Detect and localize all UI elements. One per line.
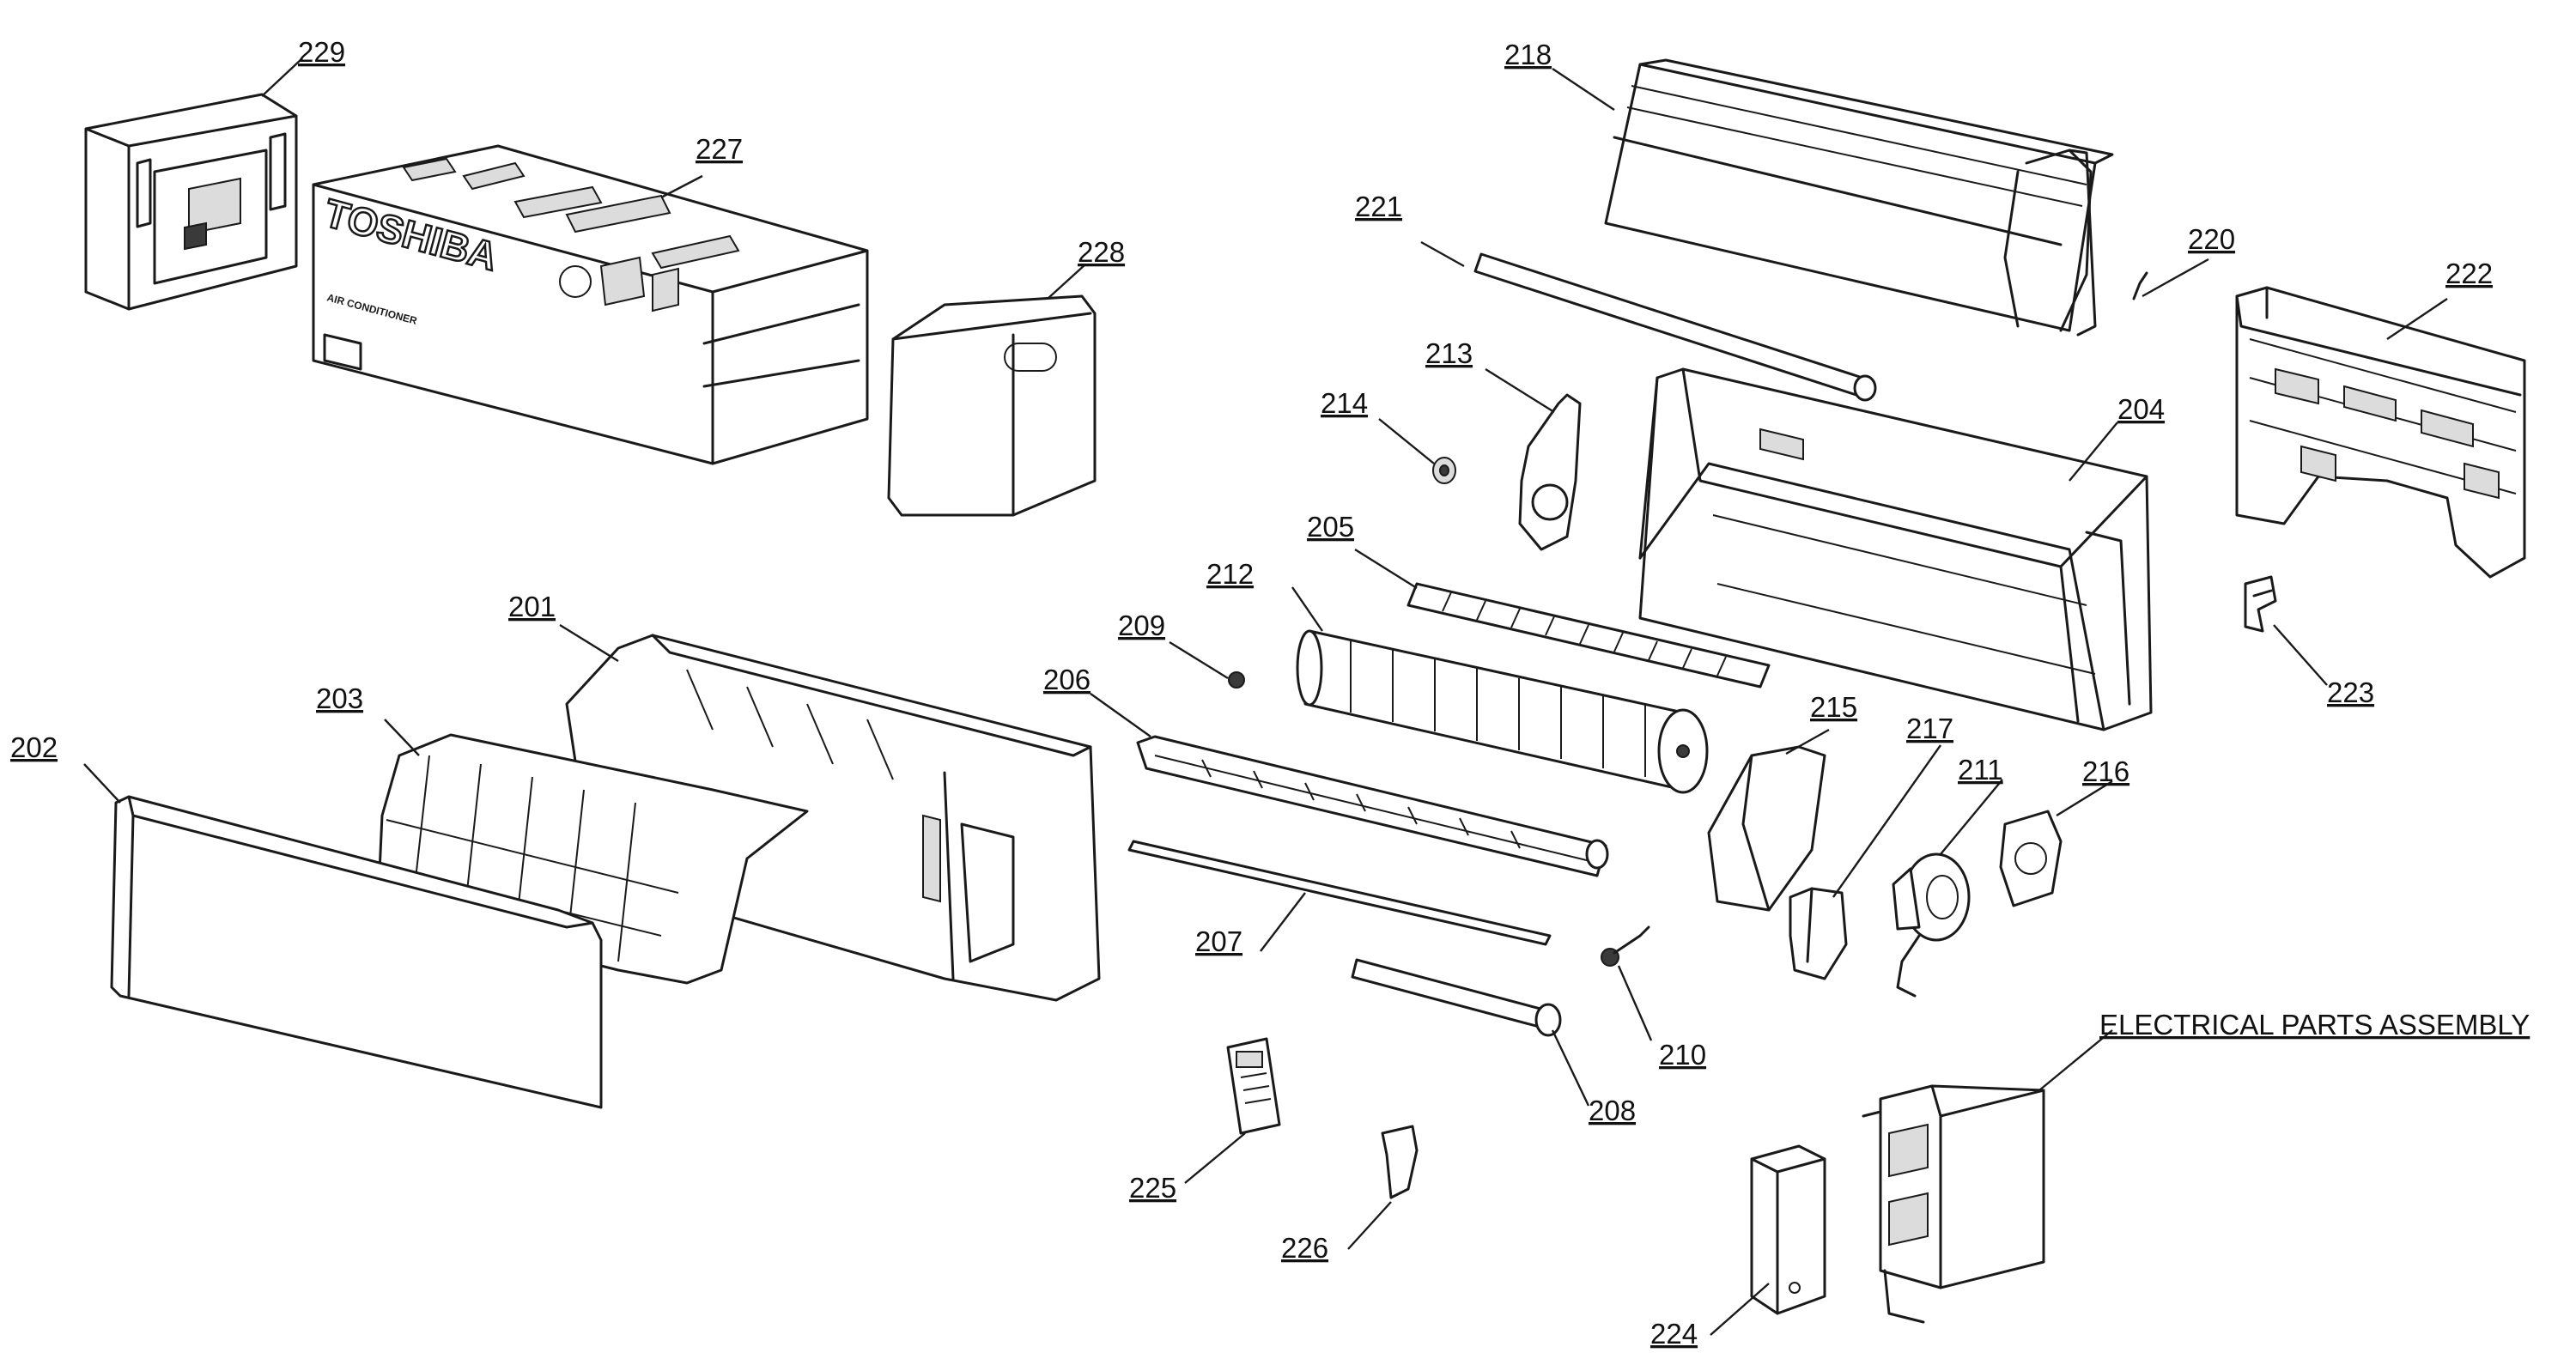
callout-226: 226	[1281, 1232, 1328, 1264]
part-222-mounting-plate	[2235, 286, 2526, 579]
part-220-clip	[2132, 271, 2148, 300]
part-212-fan	[1296, 629, 1709, 794]
callout-228: 228	[1078, 236, 1125, 268]
leader-lines	[83, 58, 2448, 1336]
part-225-remote-control	[1226, 1037, 1281, 1135]
callout-214: 214	[1321, 387, 1368, 419]
part-224-terminal-cover	[1750, 1144, 1826, 1315]
part-216-motor-bracket	[1999, 810, 2063, 907]
callout-210: 210	[1659, 1039, 1706, 1071]
part-electrical-assembly	[1862, 1084, 2045, 1324]
part-204-chassis	[1638, 367, 2153, 731]
part-226-remote-holder	[1381, 1125, 1419, 1199]
part-227-carton: TOSHIBA AIR CONDITIONER	[312, 144, 869, 465]
part-218-evaporator	[1604, 58, 2114, 337]
part-202-front-cover	[110, 795, 603, 1109]
callout-215: 215	[1810, 691, 1857, 723]
part-209-screw	[1228, 671, 1245, 689]
callout-223: 223	[2327, 676, 2374, 708]
part-221-pipe	[1473, 252, 1877, 402]
callout-213: 213	[1425, 337, 1473, 369]
callout-202: 202	[10, 731, 58, 763]
callout-224: 224	[1650, 1318, 1698, 1350]
callout-216: 216	[2082, 755, 2129, 787]
part-206-drain-pan	[1136, 735, 1609, 877]
part-215-motor-cover	[1707, 745, 1826, 912]
part-228-packing-end	[887, 294, 1097, 517]
callout-203: 203	[316, 683, 363, 714]
electrical-assembly-label: ELECTRICAL PARTS ASSEMBLY	[2099, 1009, 2530, 1040]
callout-201: 201	[508, 591, 556, 622]
part-214-bushing	[1432, 457, 1456, 484]
callout-221: 221	[1355, 191, 1402, 222]
callout-222: 222	[2445, 258, 2493, 289]
part-211-fan-motor	[1892, 852, 1971, 998]
callout-227: 227	[696, 133, 743, 165]
callout-218: 218	[1504, 39, 1552, 70]
part-213-bearing-bracket	[1518, 393, 1582, 551]
callout-208: 208	[1589, 1095, 1636, 1126]
callout-205: 205	[1307, 511, 1354, 543]
part-205-louver	[1406, 582, 1771, 689]
part-223-clip	[2244, 575, 2277, 633]
callout-207: 207	[1195, 925, 1242, 957]
callout-204: 204	[2117, 393, 2165, 425]
callout-229: 229	[298, 36, 345, 68]
callout-206: 206	[1043, 664, 1091, 695]
callout-212: 212	[1206, 558, 1254, 590]
callout-209: 209	[1118, 610, 1165, 641]
callout-labels: 229 227 228 218 221 220 222 204 213 214 …	[10, 36, 2530, 1350]
part-210-thermistor	[1601, 925, 1650, 967]
callout-211: 211	[1958, 754, 2003, 786]
callout-220: 220	[2188, 223, 2235, 255]
part-229-packing-corner	[84, 93, 298, 311]
part-207-strip	[1127, 840, 1552, 946]
part-217-motor-holder	[1789, 887, 1848, 980]
callout-217: 217	[1906, 713, 1953, 744]
callout-225: 225	[1129, 1172, 1176, 1204]
part-208-drain-hose	[1351, 958, 1562, 1037]
